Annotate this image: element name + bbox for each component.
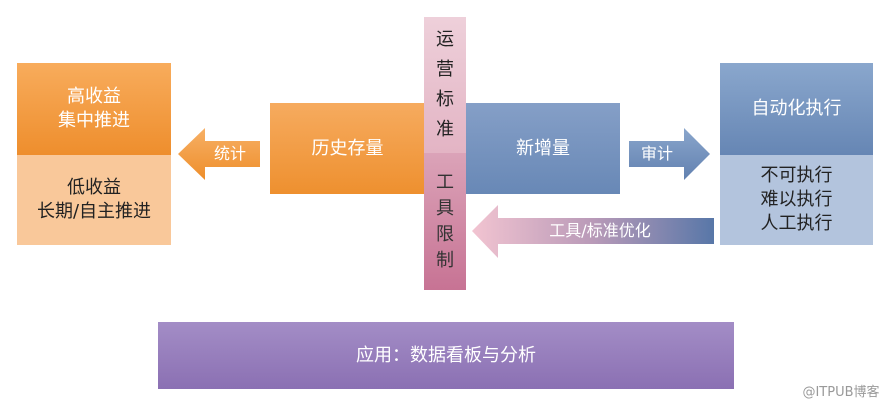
- application-bar: 应用：数据看板与分析: [158, 322, 734, 389]
- stats-label: 统计: [213, 144, 246, 163]
- tool-limit-box: 工 具 限 制: [424, 153, 466, 290]
- audit-label: 审计: [640, 144, 673, 163]
- watermark: @ITPUB博客: [802, 384, 880, 400]
- manual-execution-box: 不可执行 难以执行 人工执行: [720, 155, 873, 245]
- audit-arrow: [629, 128, 710, 180]
- low-yield-box: 低收益 长期/自主推进: [17, 155, 171, 245]
- auto-execution-box: 自动化执行: [720, 63, 873, 155]
- history-stock-box: 历史存量: [270, 103, 425, 194]
- high-yield-box: 高收益 集中推进: [17, 63, 171, 155]
- stats-arrow: [178, 128, 260, 180]
- new-increment-box: 新增量: [466, 103, 620, 194]
- optimize-arrow: [472, 205, 714, 258]
- operation-standard-box: 运 营 标 准: [424, 17, 466, 153]
- optimize-label: 工具/标准优化: [549, 221, 651, 240]
